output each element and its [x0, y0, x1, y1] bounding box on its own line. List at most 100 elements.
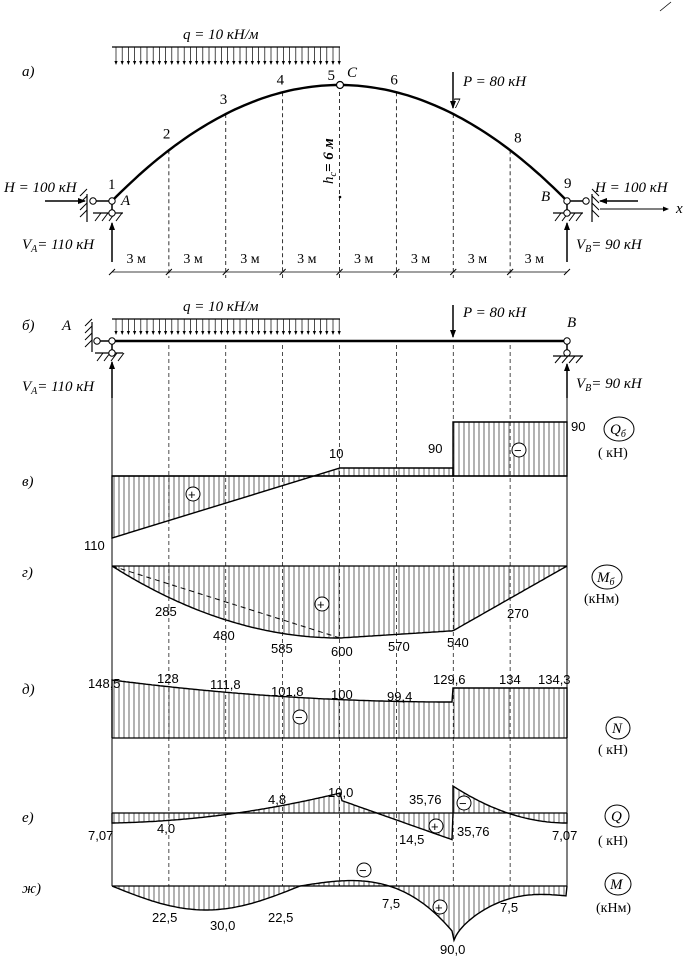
- svg-text:+: +: [431, 819, 439, 834]
- n-legend: N ( кН): [598, 716, 631, 758]
- va-label-beam: VA= 110 кН: [22, 379, 95, 397]
- mb-legend: Mб (кНм): [584, 564, 623, 607]
- m-diagram: [111, 879, 568, 943]
- m-value-3: 7,5: [382, 896, 400, 911]
- vb-label-arch: VB= 90 кН: [576, 237, 643, 255]
- svg-text:( кН): ( кН): [598, 743, 628, 758]
- point-number: 6: [390, 72, 398, 88]
- point-number: 8: [514, 130, 522, 146]
- n-value-2: 111,8: [210, 677, 241, 692]
- h-left-label: H = 100 кН: [3, 180, 78, 196]
- point-number: 2: [163, 126, 171, 142]
- span-label: 3 м: [354, 252, 374, 267]
- m-value-1: 30,0: [210, 918, 235, 933]
- q-value-4: 14,5: [399, 832, 424, 847]
- label-a-beam: A: [61, 318, 72, 334]
- panel-b-label: б): [22, 318, 35, 334]
- span-label: 3 м: [183, 252, 203, 267]
- n-value-4: 100: [331, 687, 353, 702]
- support-a-beam: [84, 318, 125, 362]
- panel-e-label: е): [22, 810, 34, 826]
- vb-label-beam: VB= 90 кН: [576, 376, 643, 394]
- span-label: 3 м: [411, 252, 431, 267]
- q-minus-sign: [456, 795, 472, 811]
- svg-text:(кНм): (кНм): [584, 592, 619, 607]
- m-value-5: 7,5: [500, 900, 518, 915]
- q-value-7: 7,07: [552, 828, 577, 843]
- n-value-7: 134: [499, 672, 521, 687]
- m-value-0: 22,5: [152, 910, 177, 925]
- support-b-arch: [553, 188, 600, 222]
- mb-value-540: 540: [447, 635, 469, 650]
- point-number: 1: [108, 177, 116, 193]
- m-value-4: 90,0: [440, 942, 465, 957]
- span-label: 3 м: [468, 252, 488, 267]
- svg-text:Q: Q: [611, 809, 622, 825]
- svg-text:hc= 6 м: hc= 6 м: [321, 138, 339, 184]
- mb-value-585: 585: [271, 641, 293, 656]
- mb-value-285: 285: [155, 604, 177, 619]
- n-value-3: 101,8: [271, 684, 304, 699]
- mb-value-480: 480: [213, 628, 235, 643]
- q-value-3: 10,0: [328, 785, 353, 800]
- support-b-beam: [553, 337, 583, 364]
- svg-text:+: +: [435, 900, 443, 915]
- q-value-5: 35,76: [409, 792, 442, 807]
- point-number: 3: [220, 92, 228, 108]
- distributed-load-beam: [112, 318, 341, 335]
- span-label: 3 м: [297, 252, 317, 267]
- point-number: 7: [453, 96, 461, 112]
- q-label-arch: q = 10 кН/м: [183, 27, 259, 43]
- label-b-beam: B: [567, 315, 576, 331]
- mb-value-600: 600: [331, 644, 353, 659]
- qb-value-10: 10: [329, 446, 343, 461]
- mb-diagram: [111, 565, 568, 639]
- svg-text:(кНм): (кНм): [596, 901, 631, 916]
- svg-text:N: N: [611, 721, 623, 737]
- m-value-2: 22,5: [268, 910, 293, 925]
- p-label-beam: P = 80 кН: [462, 305, 527, 321]
- panel-v-label: в): [22, 474, 34, 490]
- n-value-0: 148,5: [88, 676, 121, 691]
- svg-text:( кН): ( кН): [598, 834, 628, 849]
- point-number: 4: [277, 72, 285, 88]
- svg-text:−: −: [359, 863, 367, 878]
- qb-legend: Qб ( кН): [598, 416, 635, 461]
- q-value-2: 4,8: [268, 792, 286, 807]
- q-value-0: 7,07: [88, 828, 113, 843]
- h-right-label: H = 100 кН: [594, 180, 669, 196]
- span-label: 3 м: [240, 252, 260, 267]
- q-label-beam: q = 10 кН/м: [183, 299, 259, 315]
- qb-value-90-right: 90: [571, 419, 585, 434]
- mb-value-270: 270: [507, 606, 529, 621]
- hc-label: hc= 6 м: [321, 138, 339, 184]
- panel-zh-label: ж): [22, 881, 41, 897]
- qb-value-90-left: 90: [428, 441, 442, 456]
- point-number: 9: [564, 176, 572, 192]
- mb-plus-sign: [314, 596, 330, 612]
- span-label: 3 м: [525, 252, 545, 267]
- section-lines: [168, 85, 511, 886]
- va-label-arch: VA= 110 кН: [22, 237, 95, 255]
- m-plus-sign: [432, 899, 448, 915]
- p-label-arch: P = 80 кН: [462, 74, 527, 90]
- panel-a-label: а): [22, 64, 35, 80]
- q-value-1: 4,0: [157, 821, 175, 836]
- m-legend: M (кНм): [596, 872, 632, 916]
- n-diagram: [111, 679, 568, 739]
- svg-text:−: −: [514, 443, 522, 458]
- panel-g-label: г): [22, 565, 33, 581]
- support-a-arch: [79, 188, 123, 222]
- svg-text:+: +: [188, 487, 196, 502]
- q-plus-sign: [428, 818, 444, 834]
- distributed-load-arch: [112, 46, 341, 65]
- n-value-8: 134,3: [538, 672, 571, 687]
- svg-text:+: +: [317, 597, 325, 612]
- panel-d-label: д): [22, 682, 35, 698]
- qb-minus-sign: [511, 442, 527, 458]
- n-value-5: 99,4: [387, 689, 412, 704]
- hinge-c: [335, 80, 345, 90]
- svg-text:−: −: [459, 796, 467, 811]
